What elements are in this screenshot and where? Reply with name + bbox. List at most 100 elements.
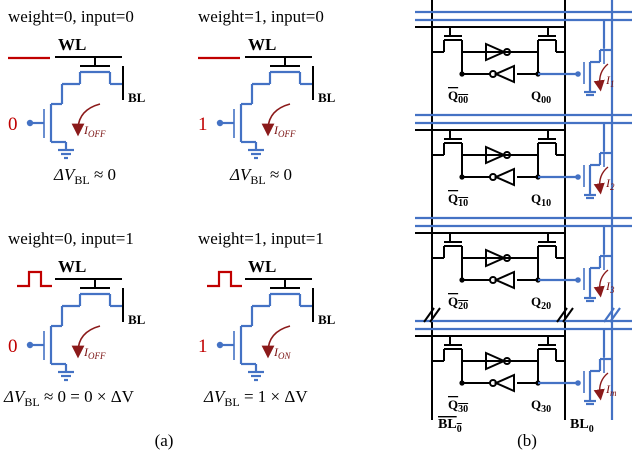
q-symbol: Q <box>531 191 541 206</box>
current-symbol: I <box>605 176 611 190</box>
q-subscript: 10 <box>541 198 551 209</box>
bl-label: BL0 <box>570 417 594 435</box>
eq-delta: ΔV <box>203 387 227 406</box>
q-symbol: Q <box>531 397 541 412</box>
read-gate-node <box>575 380 581 386</box>
cell-title: weight=0, input=1 <box>8 229 134 248</box>
q-symbol: Q <box>531 88 541 103</box>
inverter-top-bubble <box>503 48 511 56</box>
current-symbol: I <box>273 123 279 137</box>
current-subscript: OFF <box>88 129 106 139</box>
inverter-bottom-bubble <box>489 276 497 284</box>
current-symbol: I <box>83 123 89 137</box>
current-arrow <box>261 103 291 137</box>
inverter-top-bubble <box>503 151 511 159</box>
qbar-symbol: Q <box>448 191 458 206</box>
current-subscript: 2 <box>610 182 615 192</box>
inverter-bottom <box>493 167 515 187</box>
delta-v-equation: ΔVBL ≈ 0 = 0 × ΔV <box>3 387 135 409</box>
eq-delta: ΔV <box>53 165 77 184</box>
break-marks <box>423 307 621 323</box>
delta-v-equation: ΔVBL ≈ 0 <box>53 165 116 187</box>
qbar-node <box>459 277 465 283</box>
qbar-label: Q30 <box>448 397 468 415</box>
current-subscript: m <box>610 388 617 398</box>
bl-label: BL <box>128 312 146 327</box>
eq-rhs: ≈ 0 <box>90 165 116 184</box>
read-current-label: I3 <box>605 279 615 295</box>
q-label: Q30 <box>531 397 551 415</box>
current-subscript: OFF <box>88 351 106 361</box>
qbar-symbol: Q <box>448 88 458 103</box>
inverter-bottom <box>493 373 515 393</box>
q-label: Q00 <box>531 88 551 106</box>
input-node <box>216 119 224 127</box>
cell-title: weight=1, input=1 <box>198 229 324 248</box>
qbar-symbol: Q <box>448 397 458 412</box>
read-gate-node <box>575 277 581 283</box>
qbar-node <box>459 71 465 77</box>
inverter-bottom-bubble <box>489 173 497 181</box>
read-gate-node <box>575 174 581 180</box>
inverter-bottom <box>493 270 515 290</box>
current-subscript: 1 <box>610 79 615 89</box>
read-current-label: Im <box>605 382 617 398</box>
read-current-arrow <box>593 166 609 195</box>
q-subscript: 30 <box>541 404 551 415</box>
current-symbol: I <box>273 345 279 359</box>
qbar-subscript: 30 <box>458 404 468 415</box>
qbar-subscript: 00 <box>458 95 468 106</box>
eq-subscript: BL <box>74 173 89 187</box>
inverter-top <box>485 351 507 371</box>
q-label: Q20 <box>531 294 551 312</box>
wl-label: WL <box>58 35 86 54</box>
read-current-label: I1 <box>605 73 615 89</box>
cell-title: weight=1, input=0 <box>198 7 324 26</box>
inverter-top-bubble <box>503 254 511 262</box>
current-symbol: I <box>605 382 611 396</box>
wl-label: WL <box>58 257 86 276</box>
bl-label: BL <box>318 90 336 105</box>
input-value: 0 <box>8 336 18 357</box>
inv-right-loop <box>517 258 539 281</box>
qbar-label: Q10 <box>448 191 468 209</box>
eq-delta: ΔV <box>229 165 253 184</box>
current-symbol: I <box>605 73 611 87</box>
read-current-arrow <box>593 372 609 401</box>
q-subscript: 00 <box>541 95 551 106</box>
panel-b-caption: (b) <box>517 431 537 450</box>
input-value: 1 <box>198 336 208 357</box>
inverter-top-bubble <box>503 357 511 365</box>
eq-rhs: = 1 × ΔV <box>240 387 309 406</box>
inverter-top <box>485 145 507 165</box>
input-node <box>216 341 224 349</box>
current-arrow <box>71 325 101 359</box>
wl-label: WL <box>248 35 276 54</box>
inverter-top <box>485 42 507 62</box>
q-symbol: Q <box>531 294 541 309</box>
inverter-top <box>485 248 507 268</box>
current-label: ION <box>273 345 291 361</box>
panel-a-caption: (a) <box>155 431 174 450</box>
bl-label: BL <box>318 312 336 327</box>
current-symbol: I <box>605 279 611 293</box>
current-label: IOFF <box>83 345 106 361</box>
input-node <box>26 119 34 127</box>
qbar-label: Q20 <box>448 294 468 312</box>
eq-rhs: ≈ 0 = 0 × ΔV <box>40 387 135 406</box>
input-value: 1 <box>198 114 208 135</box>
qbar-symbol: Q <box>448 294 458 309</box>
q-subscript: 20 <box>541 301 551 312</box>
current-subscript: 3 <box>609 285 615 295</box>
qbar-node <box>459 174 465 180</box>
wl-signal-pulse <box>207 270 242 288</box>
read-current-arrow <box>593 269 609 298</box>
bl-bar-label: BL0 <box>438 417 462 435</box>
